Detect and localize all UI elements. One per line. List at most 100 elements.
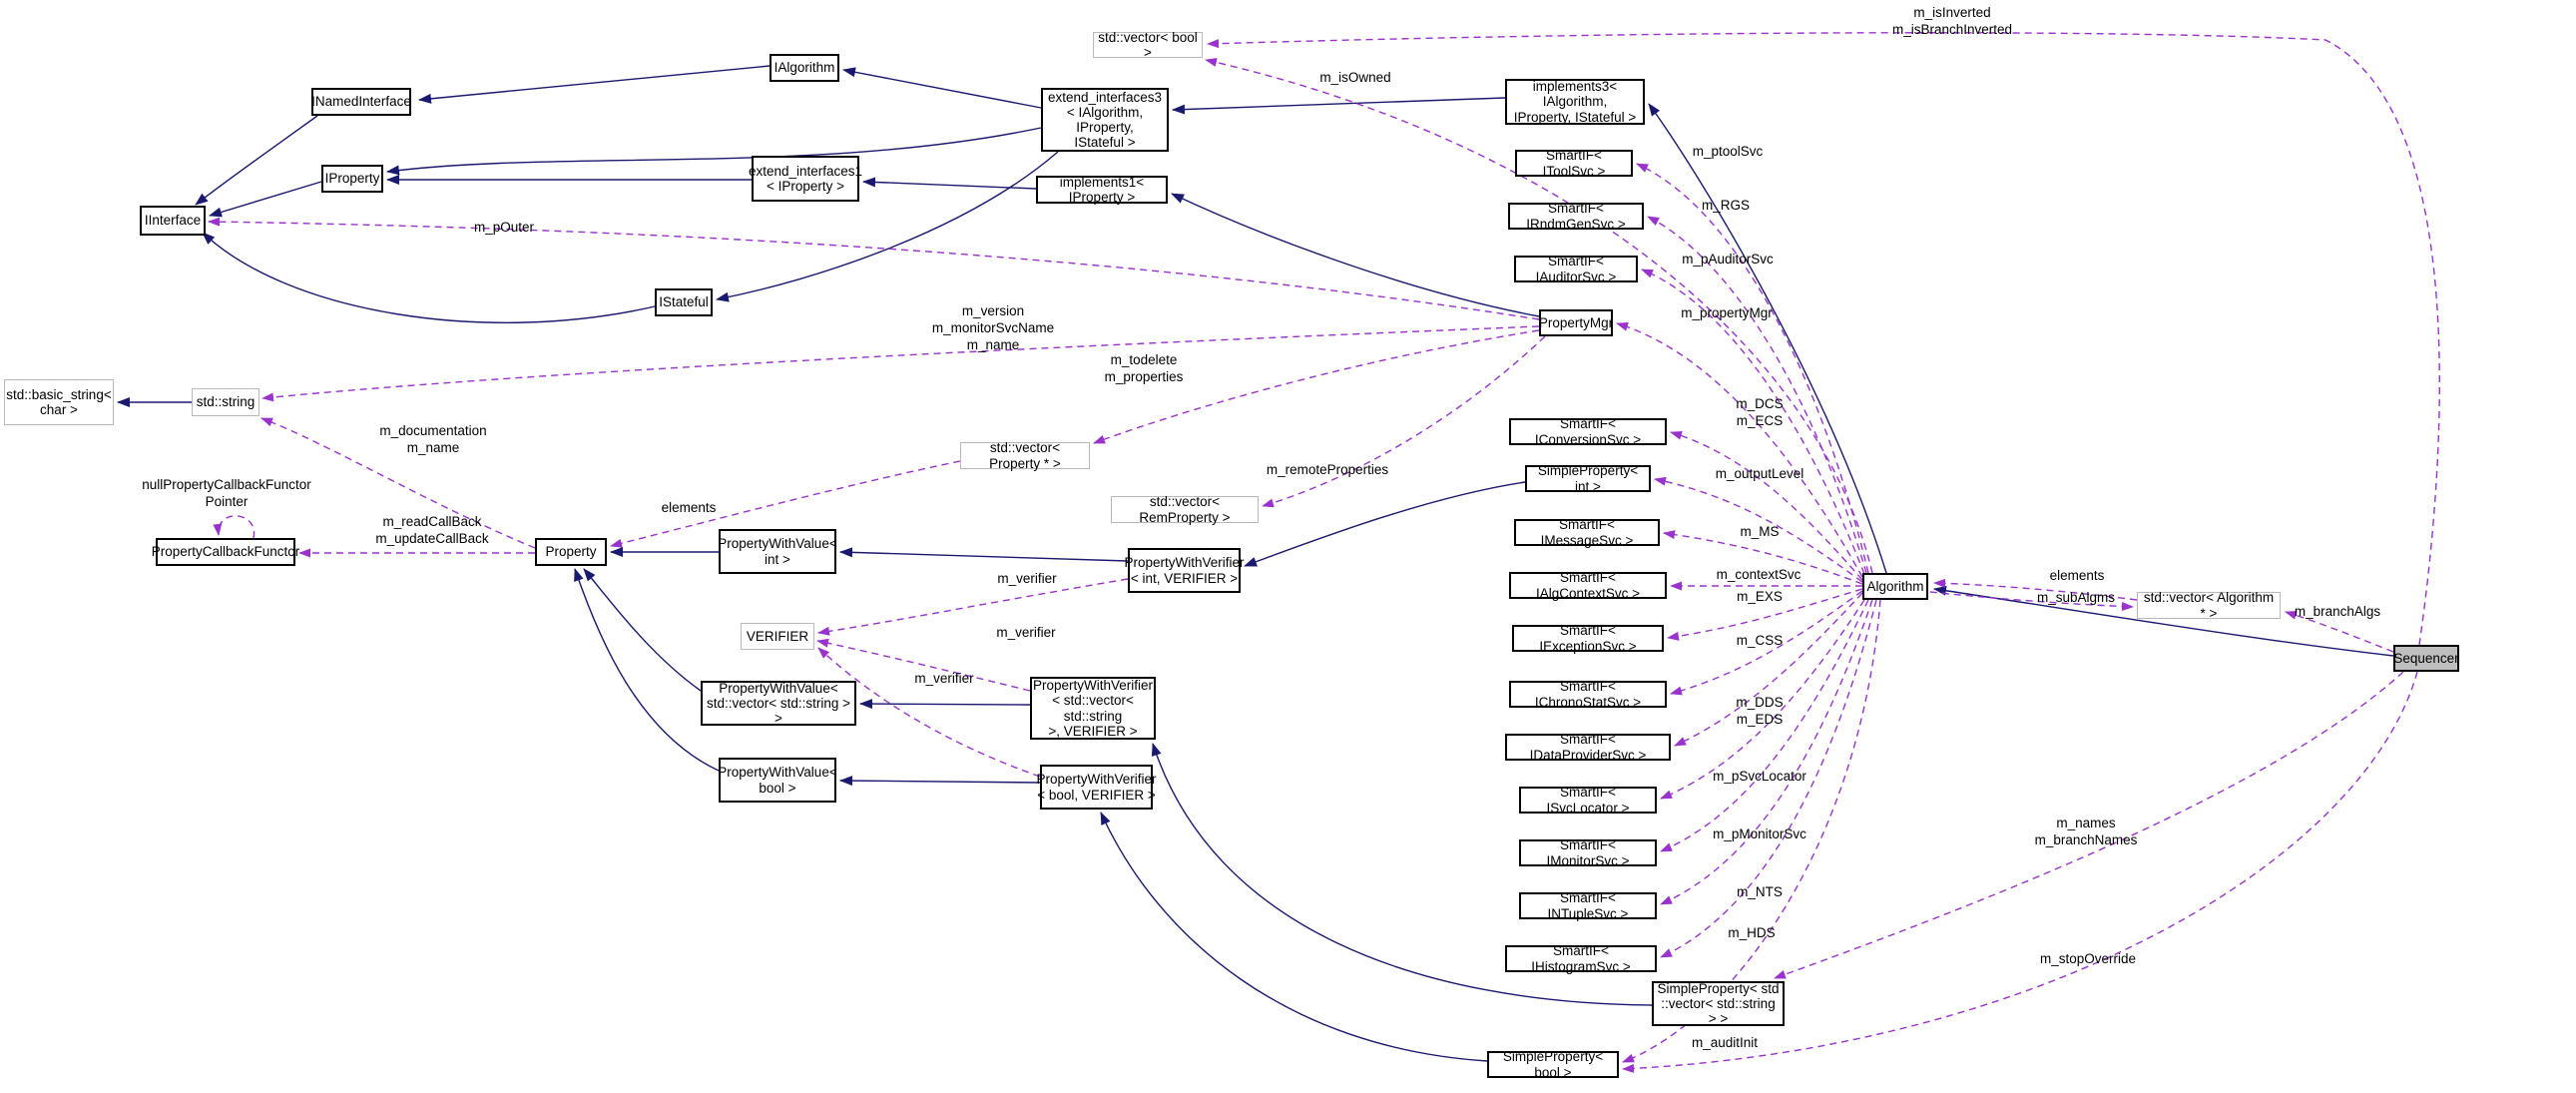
edge-algorithm-simplepropbool-auditinit [1622,599,1881,1063]
node-label: extend_interfaces1 < IProperty > [748,163,863,194]
edge-label-verifier-int: m_verifier [997,571,1057,586]
class-node-propertywithverifier-vector-string[interactable]: PropertyWithVerifier < std::vector< std:… [1030,677,1156,740]
node-label: SmartIF< IDataProviderSvc > [1529,732,1647,763]
class-node-simpleproperty-bool[interactable]: SimpleProperty< bool > [1487,1049,1619,1080]
edge-simpleprop-int-pwverif-int [1244,481,1526,567]
edge-label-branch-algs: m_branchAlgs [2294,604,2381,619]
edge-ext3-iproperty [386,127,1042,176]
node-label: SmartIF< IMessageSvc > [1540,517,1634,548]
class-node-smartif-monitorsvc[interactable]: SmartIF< IMonitorSvc > [1519,837,1657,868]
node-label: SmartIF< IExceptionSvc > [1539,623,1637,654]
class-node-smartif-exceptionsvc[interactable]: SmartIF< IExceptionSvc > [1512,623,1664,654]
edge-label-documentation: m_documentation m_name [379,423,487,455]
edge-label-stop-override: m_stopOverride [2039,951,2137,966]
edge-label-version: m_version m_monitorSvcName m_name [931,303,1055,352]
class-node-propertymgr[interactable]: PropertyMgr [1539,309,1613,336]
edge-simpleprop-bool-pwverif-bool [1100,812,1488,1062]
edge-label-dcs-ecs: m_DCS m_ECS [1736,396,1784,428]
class-node-simpleproperty-vector-string[interactable]: SimpleProperty< std ::vector< std::strin… [1652,981,1785,1026]
edge-algorithm-monitorsvc [1660,599,1869,852]
class-node-smartif-chronostatsvc[interactable]: SmartIF< IChronoStatSvc > [1509,679,1667,710]
class-node-property[interactable]: Property [535,538,607,566]
class-node-smartif-conversionsvc[interactable]: SmartIF< IConversionSvc > [1509,416,1667,447]
class-node-smartif-messagesvc[interactable]: SmartIF< IMessageSvc > [1514,517,1660,548]
node-label: PropertyMgr [1538,314,1614,330]
class-node-smartif-svclocator[interactable]: SmartIF< ISvcLocator > [1519,785,1657,816]
edge-sequencer-simplepropbool-stopoverride [1622,671,2418,1073]
edge-propertymgr-iinterface-pouter [208,217,1540,320]
edge-sequencer-algorithm [1933,585,2394,657]
edge-label-ms: m_MS [1740,524,1780,539]
edge-label-verifier-vec: m_verifier [996,625,1056,640]
edge-ialgorithm-inamedinterface [418,65,771,104]
edge-algorithm-histogramsvc [1660,599,1877,958]
class-node-smartif-dataprovidersvc[interactable]: SmartIF< IDataProviderSvc > [1505,732,1671,763]
class-node-smartif-ntuplesvc[interactable]: SmartIF< INTupleSvc > [1519,890,1657,921]
class-node-istateful[interactable]: IStateful [655,288,713,316]
class-node-smartif-toolsvc[interactable]: SmartIF< IToolSvc > [1515,148,1633,179]
edge-label-elements-property: elements [661,500,717,515]
edge-label-audit-init: m_auditInit [1691,1035,1759,1050]
class-node-inamedinterface[interactable]: INamedInterface [311,88,411,116]
class-node-propertywithvalue-bool[interactable]: PropertyWithValue< bool > [718,758,837,803]
node-label: Property [545,544,597,560]
node-label: INamedInterface [311,94,411,110]
node-label: std::string [196,394,256,410]
class-node-smartif-auditorsvc[interactable]: SmartIF< IAuditorSvc > [1514,254,1638,284]
class-node-iproperty[interactable]: IProperty [321,165,383,193]
node-label: PropertyWithVerifier < bool, VERIFIER > [1036,772,1157,803]
edge-pwverifvec-verifier [816,638,1031,692]
class-node-std-vector-remproperty: std::vector< RemProperty > [1111,494,1259,525]
edge-label-context-svc: m_contextSvc [1716,567,1802,582]
class-node-implements1[interactable]: implements1< IProperty > [1036,175,1168,205]
node-label: std::basic_string< char > [6,386,112,417]
edge-pwverifint-verifier [817,578,1129,636]
node-label: extend_interfaces3 < IAlgorithm, IProper… [1047,89,1163,151]
class-node-smartif-rndmgensvc[interactable]: SmartIF< IRndmGenSvc > [1508,201,1644,232]
edge-label-p-auditor-svc: m_pAuditorSvc [1682,252,1774,267]
edge-algorithm-rndmgensvc [1647,216,1867,574]
node-label: std::vector< RemProperty > [1139,494,1231,525]
node-label: SmartIF< IRndmGenSvc > [1526,201,1626,232]
class-node-implements3[interactable]: implements3< IAlgorithm, IProperty, ISta… [1505,79,1645,125]
node-label: std::vector< Algorithm * > [2143,590,2275,621]
edge-label-p-monitor-svc: m_pMonitorSvc [1713,826,1806,841]
class-node-verifier: VERIFIER [741,623,814,650]
node-label: SmartIF< IConversionSvc > [1534,416,1642,447]
class-node-propertywithverifier-bool[interactable]: PropertyWithVerifier < bool, VERIFIER > [1036,765,1157,810]
edge-label-todelete: m_todelete m_properties [1104,352,1184,384]
class-node-propertywithvalue-int[interactable]: PropertyWithValue< int > [718,529,837,574]
class-node-extend-interfaces1[interactable]: extend_interfaces1 < IProperty > [749,156,862,202]
node-label: SimpleProperty< std ::vector< std::strin… [1657,980,1780,1027]
class-node-propertywithverifier-int[interactable]: PropertyWithVerifier < int, VERIFIER > [1124,548,1245,593]
edge-propertymgr-string-version [261,325,1540,402]
edge-pwvvec-property [583,568,702,692]
edge-label-p-outer: m_pOuter [473,220,535,235]
edge-algorithm-conversionsvc [1670,430,1863,581]
edge-label-css: m_CSS [1736,633,1784,648]
edge-iproperty-iinterface [209,181,322,218]
edge-propertymgr-vrem-remoteprops [1262,335,1546,508]
edge-algorithm-toolsvc [1636,163,1869,574]
edge-pcf-selfloop-nullpointer [213,515,256,539]
edge-propertymgr-vprop-todelete [1093,329,1540,444]
class-node-propertywithvalue-vector-string[interactable]: PropertyWithValue< std::vector< std::str… [701,681,856,726]
class-node-property-callback-functor[interactable]: PropertyCallbackFunctor [152,538,299,566]
edge-propertymgr-impl1 [1171,193,1540,317]
class-node-smartif-algcontextsvc[interactable]: SmartIF< IAlgContextSvc > [1509,570,1667,601]
edge-label-elements-algorithm: elements [2049,568,2105,583]
node-label: std::vector< Property * > [989,440,1061,471]
node-label: SmartIF< INTupleSvc > [1547,890,1629,921]
class-node-smartif-histogramsvc[interactable]: SmartIF< IHistogramSvc > [1505,943,1657,974]
class-node-simpleproperty-int[interactable]: SimpleProperty< int > [1525,463,1651,494]
edge-algorithm-chronostatsvc [1670,590,1863,696]
class-node-ialgorithm[interactable]: IAlgorithm [770,54,839,82]
class-node-extend-interfaces3[interactable]: extend_interfaces3 < IAlgorithm, IProper… [1041,88,1169,152]
class-node-algorithm[interactable]: Algorithm [1862,573,1928,600]
node-label: SmartIF< ISvcLocator > [1546,785,1630,816]
class-node-iinterface[interactable]: IInterface [140,206,206,236]
node-label: PropertyCallbackFunctor [151,544,300,560]
node-label: IStateful [659,294,709,310]
edge-sequencer-vbool-isinverted [1207,32,2440,646]
